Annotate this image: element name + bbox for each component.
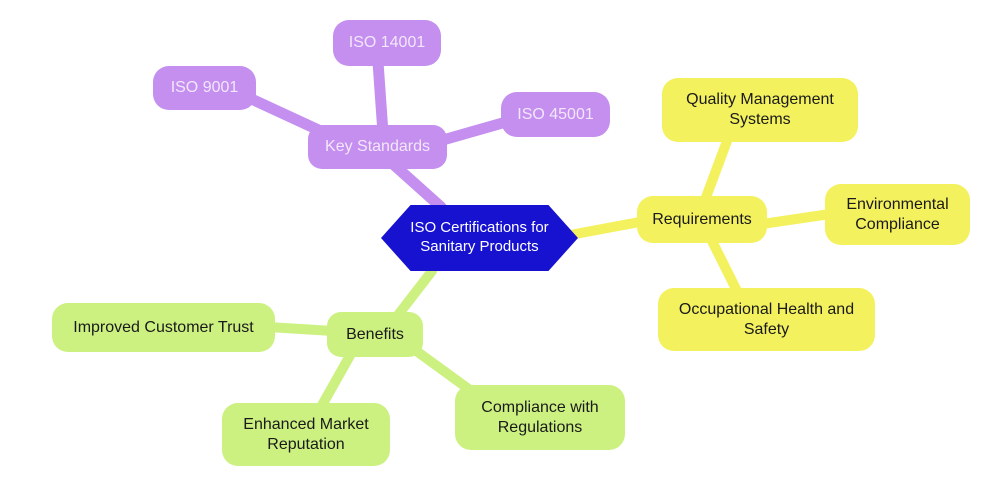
node-environmental-compliance-label: Environmental Compliance bbox=[846, 195, 949, 233]
node-iso-14001-label: ISO 14001 bbox=[348, 34, 426, 51]
node-enhanced-market-reputation-label: Enhanced Market Reputation bbox=[243, 415, 369, 453]
node-enhanced-market-reputation: Enhanced Market Reputation bbox=[222, 403, 390, 466]
node-key-standards-label: Key Standards bbox=[325, 138, 430, 155]
edge-keystandards-iso14001 bbox=[372, 56, 389, 139]
edge-center-keystandards bbox=[387, 158, 447, 213]
node-iso-9001-label: ISO 9001 bbox=[170, 79, 239, 96]
node-requirements: Requirements bbox=[637, 196, 767, 243]
node-improved-customer-trust: Improved Customer Trust bbox=[52, 303, 275, 352]
edge-benefits-market bbox=[316, 347, 357, 412]
node-occupational-health-safety: Occupational Health and Safety bbox=[658, 288, 875, 351]
node-environmental-compliance: Environmental Compliance bbox=[825, 184, 970, 245]
edge-center-benefits bbox=[393, 266, 437, 320]
node-iso-14001: ISO 14001 bbox=[333, 20, 441, 66]
node-occupational-health-safety-label: Occupational Health and Safety bbox=[678, 300, 855, 338]
node-compliance-with-regulations-label: Compliance with Regulations bbox=[481, 398, 599, 436]
edge-requirements-env bbox=[757, 209, 835, 229]
node-improved-customer-trust-label: Improved Customer Trust bbox=[73, 318, 254, 336]
edge-benefits-trust bbox=[263, 322, 338, 336]
edge-keystandards-iso45001 bbox=[437, 116, 512, 146]
node-center-label: ISO Certifications for Sanitary Products bbox=[410, 219, 549, 255]
node-benefits: Benefits bbox=[327, 312, 423, 357]
edge-requirements-qms bbox=[700, 136, 732, 205]
edge-requirements-ohs bbox=[707, 236, 742, 296]
node-center-iso-certifications: ISO Certifications for Sanitary Products bbox=[381, 205, 578, 271]
node-iso-45001-label: ISO 45001 bbox=[517, 105, 594, 123]
node-iso-45001: ISO 45001 bbox=[501, 92, 610, 137]
node-iso-9001: ISO 9001 bbox=[153, 66, 256, 110]
edge-center-requirements bbox=[565, 216, 650, 240]
edge-benefits-regulations bbox=[410, 345, 475, 395]
node-key-standards: Key Standards bbox=[308, 125, 447, 169]
node-requirements-label: Requirements bbox=[652, 210, 752, 228]
node-benefits-label: Benefits bbox=[346, 325, 404, 343]
node-compliance-with-regulations: Compliance with Regulations bbox=[455, 385, 625, 450]
node-quality-management-systems-label: Quality Management Systems bbox=[686, 91, 834, 128]
node-quality-management-systems: Quality Management Systems bbox=[662, 78, 858, 142]
